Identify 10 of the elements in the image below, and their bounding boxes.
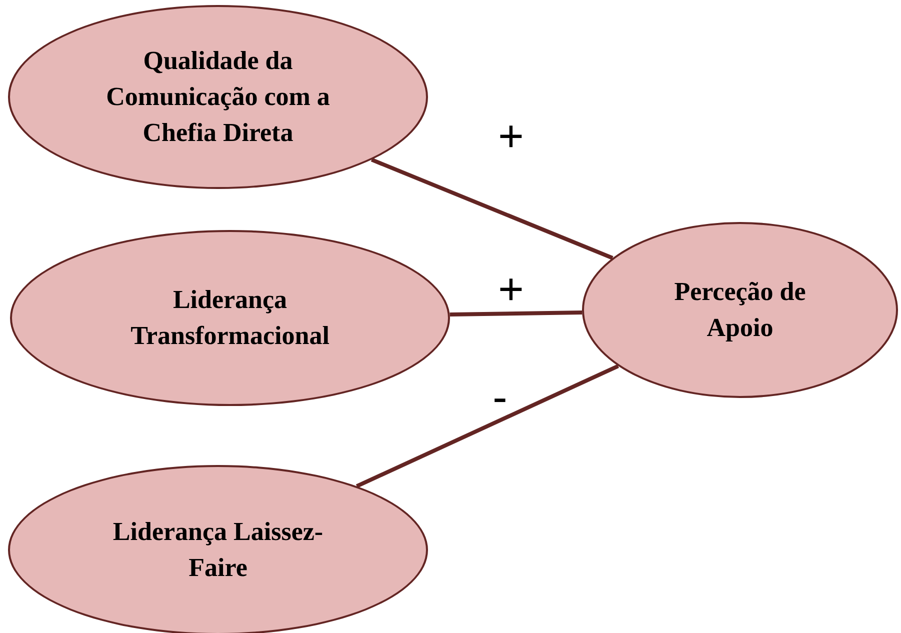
connector-line (370, 158, 614, 260)
node-label: Liderança Transformacional (130, 284, 330, 352)
connector-line (450, 310, 582, 317)
edge-label: - (492, 376, 508, 420)
connector-line (356, 364, 619, 488)
edge-label: + (497, 115, 525, 159)
node-label: Liderança Laissez-Faire (112, 516, 324, 584)
node-label: Perceção de Apoio (673, 276, 807, 344)
edge-label: + (497, 268, 525, 312)
node-label: Qualidade da Comunicação com a Chefia Direta (105, 45, 331, 149)
